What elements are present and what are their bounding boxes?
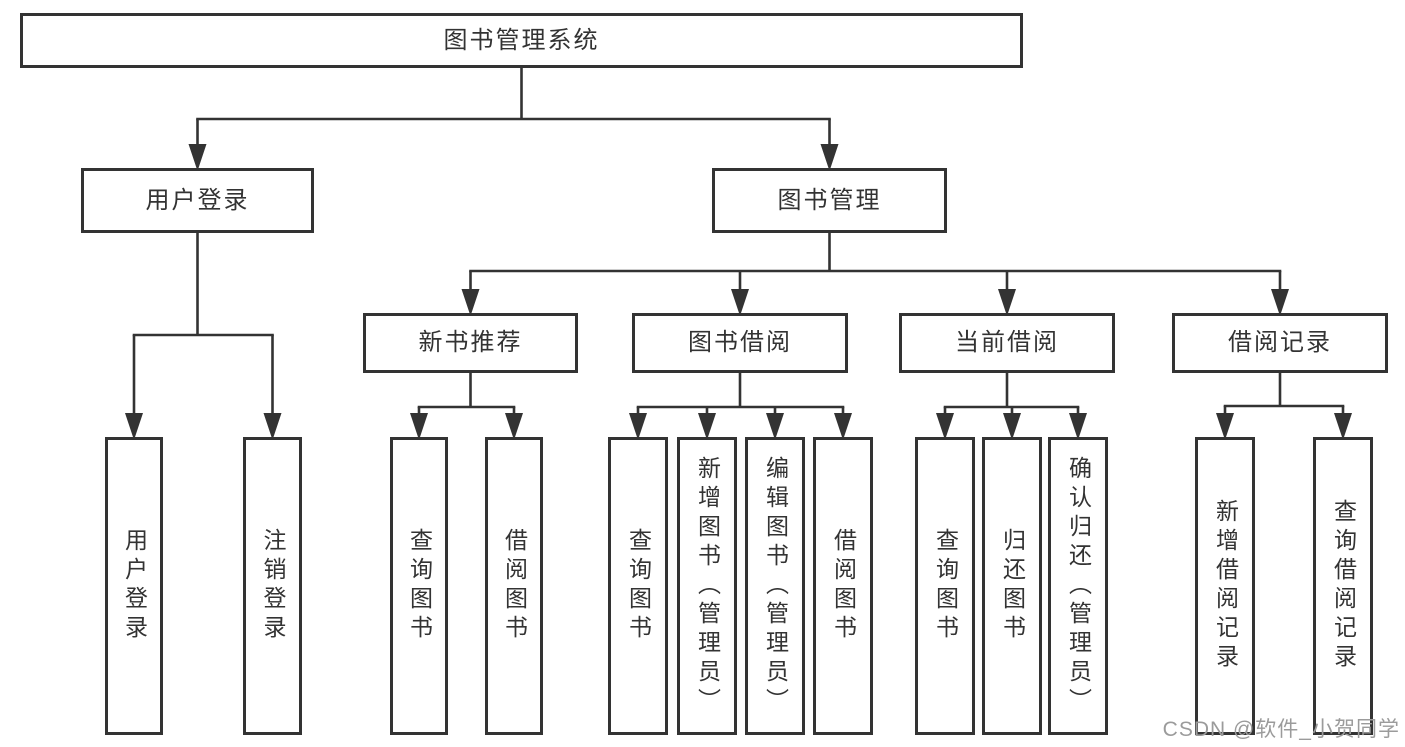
arrowhead-icon: [1069, 413, 1087, 440]
arrowhead-icon: [1271, 289, 1289, 316]
node-rec-query-book: 查询图书: [390, 437, 448, 735]
node-label-logout: 注销登录: [260, 528, 286, 644]
node-label-new-book-rec: 新书推荐: [418, 329, 523, 356]
node-login: 用户登录: [105, 437, 163, 735]
node-label-rec-borrow-book: 借阅图书: [501, 528, 528, 644]
arrowhead-icon: [410, 413, 428, 440]
node-bb-add-book: 新增图书（管理员）: [677, 437, 737, 735]
node-label-login: 用户登录: [121, 528, 148, 644]
node-label-bb-borrow-book: 借阅图书: [830, 528, 857, 644]
node-current-borrow: 当前借阅: [899, 313, 1115, 373]
arrowhead-icon: [505, 413, 523, 440]
node-br-add-record: 新增借阅记录: [1195, 437, 1255, 735]
arrowhead-icon: [936, 413, 954, 440]
node-br-query-record: 查询借阅记录: [1313, 437, 1373, 735]
arrowhead-icon: [820, 144, 839, 171]
node-user-login: 用户登录: [81, 168, 314, 233]
node-bb-edit-book: 编辑图书（管理员）: [745, 437, 805, 735]
node-cb-return-book: 归还图书: [982, 437, 1042, 735]
node-label-cb-query-book: 查询图书: [932, 528, 959, 644]
arrowhead-icon: [834, 413, 852, 440]
node-label-current-borrow: 当前借阅: [955, 329, 1059, 356]
csdn-watermark: CSDN @软件_小贺同学: [1162, 718, 1400, 741]
node-new-book-rec: 新书推荐: [363, 313, 578, 373]
node-label-book-borrow: 图书借阅: [688, 329, 792, 356]
arrowhead-icon: [998, 289, 1016, 316]
node-book-borrow: 图书借阅: [632, 313, 848, 373]
node-label-br-query-record: 查询借阅记录: [1330, 499, 1357, 673]
arrowhead-icon: [125, 413, 143, 440]
arrowhead-icon: [1003, 413, 1021, 440]
node-label-cb-return-book: 归还图书: [999, 528, 1026, 644]
arrowhead-icon: [1216, 413, 1234, 440]
node-label-bb-query-book: 查询图书: [625, 528, 652, 644]
arrowhead-icon: [263, 413, 282, 440]
arrowhead-icon: [1334, 413, 1352, 440]
node-cb-query-book: 查询图书: [915, 437, 975, 735]
arrowhead-icon: [698, 413, 716, 440]
arrowhead-icon: [188, 144, 207, 171]
node-label-root: 图书管理系统: [443, 26, 600, 54]
node-label-book-mgmt: 图书管理: [777, 186, 882, 214]
arrowhead-icon: [731, 289, 749, 316]
node-label-user-login: 用户登录: [145, 186, 250, 214]
node-bb-borrow-book: 借阅图书: [813, 437, 873, 735]
arrowhead-icon: [461, 289, 480, 316]
node-borrow-records: 借阅记录: [1172, 313, 1388, 373]
node-book-mgmt: 图书管理: [712, 168, 947, 233]
node-root: 图书管理系统: [20, 13, 1023, 68]
node-label-bb-add-book: 新增图书（管理员）: [694, 455, 721, 717]
arrowhead-icon: [766, 413, 784, 440]
node-rec-borrow-book: 借阅图书: [485, 437, 543, 735]
node-logout: 注销登录: [243, 437, 302, 735]
node-bb-query-book: 查询图书: [608, 437, 668, 735]
node-label-cb-confirm-return: 确认归还（管理员）: [1065, 455, 1092, 717]
node-label-br-add-record: 新增借阅记录: [1212, 499, 1239, 673]
node-cb-confirm-return: 确认归还（管理员）: [1048, 437, 1108, 735]
node-label-rec-query-book: 查询图书: [406, 528, 433, 644]
node-label-bb-edit-book: 编辑图书（管理员）: [762, 455, 789, 717]
arrowhead-icon: [629, 413, 647, 440]
node-label-borrow-records: 借阅记录: [1228, 329, 1332, 356]
